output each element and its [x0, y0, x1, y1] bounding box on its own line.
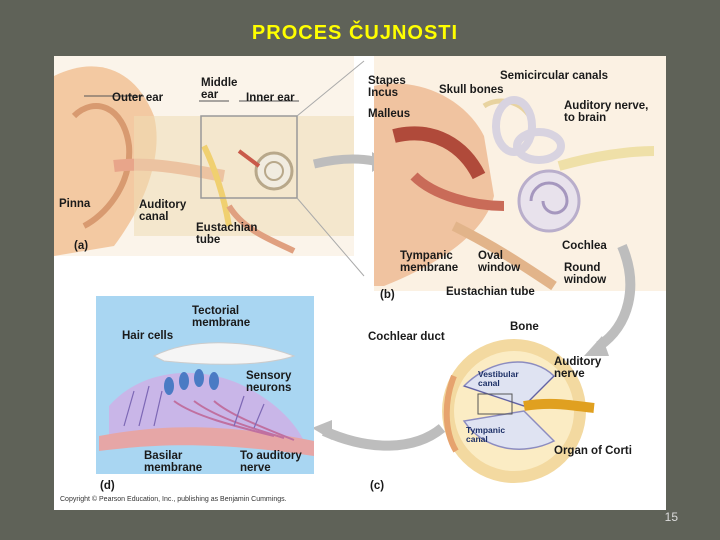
label-skull-bones: Skull bones — [439, 84, 504, 96]
label-organ-of-corti: Organ of Corti — [554, 445, 632, 457]
slide-title: PROCES ČUJNOSTI — [251, 22, 459, 44]
label-pinna: Pinna — [59, 198, 91, 210]
label-malleus: Malleus — [368, 108, 411, 120]
label-semicircular-canals: Semicircular canals — [500, 70, 609, 82]
panel-b-illustration — [374, 56, 666, 291]
label-bone: Bone — [510, 321, 539, 333]
label-tympanic-canal: Tympanic canal — [466, 425, 506, 444]
label-auditory-nerve-to-brain: Auditory nerve, to brain — [564, 100, 649, 124]
label-tectorial-membrane: Tectorial membrane — [192, 305, 251, 329]
panel-d-tag: (d) — [100, 480, 115, 492]
label-cochlea: Cochlea — [562, 240, 607, 252]
label-eustachian-tube-b: Eustachian tube — [446, 286, 535, 298]
label-cochlear-duct: Cochlear duct — [368, 331, 445, 343]
panel-b-tag: (b) — [380, 289, 395, 301]
label-middle-ear: Middle ear — [201, 77, 238, 101]
label-sensory-neurons: Sensory neurons — [246, 370, 292, 394]
label-hair-cells: Hair cells — [122, 330, 174, 342]
label-stapes-incus: Stapes Incus — [368, 75, 406, 99]
copyright-notice: Copyright © Pearson Education, Inc., pub… — [60, 496, 287, 503]
label-eustachian-tube-a: Eustachian tube — [196, 222, 258, 246]
ear-anatomy-figure: Outer ear Middle ear Inner ear Pinna Aud… — [54, 56, 666, 510]
label-outer-ear: Outer ear — [112, 92, 164, 104]
label-oval-window: Oval window — [478, 250, 521, 274]
label-to-auditory-nerve: To auditory nerve — [240, 450, 302, 474]
label-round-window: Round window — [564, 262, 607, 286]
panel-a-tag: (a) — [74, 240, 89, 252]
label-auditory-canal: Auditory canal — [139, 199, 187, 223]
panel-d-illustration — [96, 296, 314, 474]
label-inner-ear: Inner ear — [246, 92, 295, 104]
label-tympanic-membrane: Tympanic membrane — [400, 250, 459, 274]
panel-c-illustration — [442, 339, 595, 483]
label-basilar-membrane: Basilar membrane — [144, 450, 203, 474]
page-number: 15 — [664, 510, 678, 524]
label-vestibular-canal: Vestibular canal — [478, 369, 519, 388]
ear-illustration — [54, 56, 666, 483]
label-auditory-nerve: Auditory nerve — [554, 356, 602, 380]
panel-c-tag: (c) — [370, 480, 385, 492]
panel-a-illustration — [54, 56, 354, 256]
